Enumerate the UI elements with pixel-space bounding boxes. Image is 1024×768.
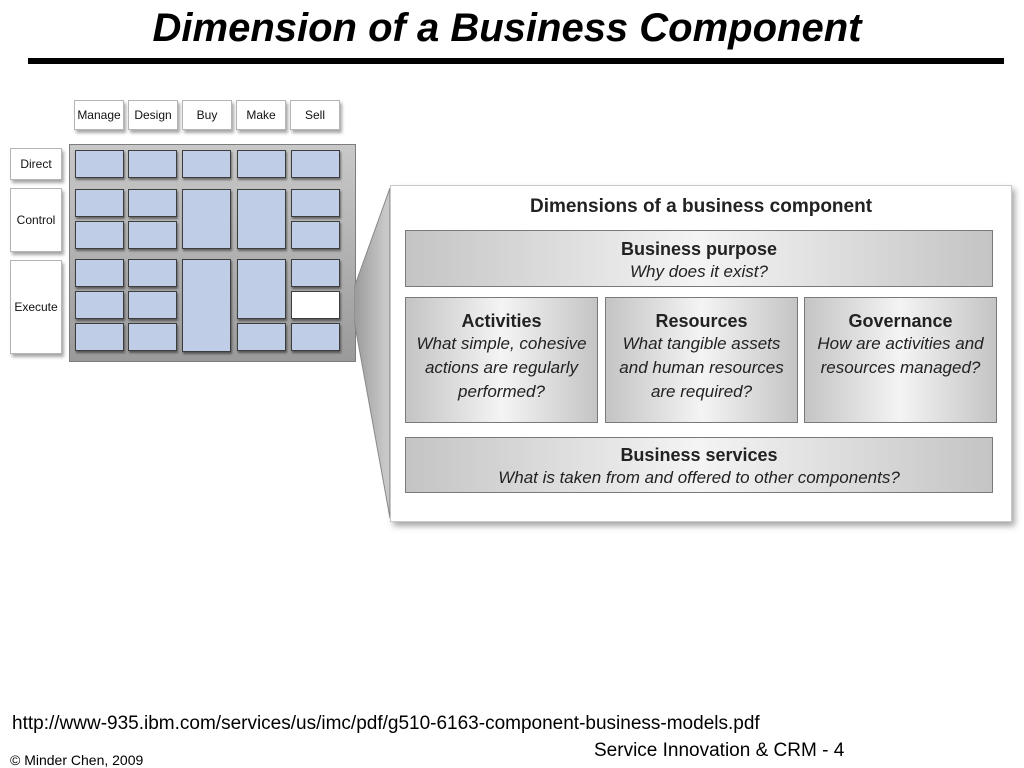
activities-question-line-3: performed? bbox=[458, 382, 545, 401]
resources-question-line-1: What tangible assets bbox=[622, 334, 781, 353]
map-cell bbox=[75, 221, 124, 249]
map-cell bbox=[291, 323, 340, 351]
copyright-notice: © Minder Chen, 2009 bbox=[10, 752, 144, 768]
map-cell bbox=[128, 259, 177, 287]
business-purpose-heading: Business purpose bbox=[620, 239, 778, 259]
activities-question-line-2: actions are regularly bbox=[424, 358, 579, 377]
business-services-box: Business services What is taken from and… bbox=[405, 437, 993, 493]
map-cell bbox=[128, 221, 177, 249]
governance-box: Governance How are activities and resour… bbox=[804, 297, 997, 423]
map-cell-highlighted bbox=[291, 291, 340, 319]
map-cell bbox=[291, 221, 340, 249]
business-services-heading: Business services bbox=[620, 445, 778, 465]
map-cell bbox=[182, 259, 231, 352]
title-underline bbox=[28, 58, 1004, 64]
column-header-design: Design bbox=[128, 100, 178, 130]
map-cell bbox=[128, 150, 177, 178]
map-cell bbox=[75, 189, 124, 217]
map-cell bbox=[291, 259, 340, 287]
row-header-direct: Direct bbox=[10, 148, 62, 180]
column-header-manage: Manage bbox=[74, 100, 124, 130]
map-cell bbox=[75, 291, 124, 319]
dimensions-panel-title: Dimensions of a business component bbox=[529, 196, 873, 217]
governance-question-line-2: resources managed? bbox=[820, 358, 981, 377]
slide-title: Dimension of a Business Component bbox=[152, 6, 862, 50]
map-cell bbox=[291, 189, 340, 217]
map-cell bbox=[128, 189, 177, 217]
source-url: http://www-935.ibm.com/services/us/imc/p… bbox=[12, 713, 760, 734]
map-cell bbox=[128, 323, 177, 351]
resources-heading: Resources bbox=[655, 311, 748, 331]
column-header-sell: Sell bbox=[290, 100, 340, 130]
slide-footer: Service Innovation & CRM - 4 bbox=[594, 740, 845, 761]
map-cell bbox=[182, 150, 231, 178]
business-services-question: What is taken from and offered to other … bbox=[498, 468, 900, 487]
map-cell bbox=[237, 189, 286, 249]
map-cell bbox=[75, 323, 124, 351]
resources-question-line-2: and human resources bbox=[619, 358, 784, 377]
column-header-buy: Buy bbox=[182, 100, 232, 130]
map-cell bbox=[182, 189, 231, 249]
resources-question-line-3: are required? bbox=[650, 382, 753, 401]
column-header-make: Make bbox=[236, 100, 286, 130]
map-cell bbox=[237, 150, 286, 178]
activities-question-line-1: What simple, cohesive bbox=[416, 334, 587, 353]
map-cell bbox=[128, 291, 177, 319]
map-cell bbox=[75, 150, 124, 178]
dimensions-panel: Dimensions of a business component Busin… bbox=[390, 185, 1012, 522]
row-header-control: Control bbox=[10, 188, 62, 252]
governance-question-line-1: How are activities and bbox=[817, 334, 984, 353]
business-purpose-question: Why does it exist? bbox=[630, 262, 768, 281]
map-cell bbox=[237, 323, 286, 351]
activities-box: Activities What simple, cohesive actions… bbox=[405, 297, 598, 423]
map-cell bbox=[291, 150, 340, 178]
resources-box: Resources What tangible assets and human… bbox=[605, 297, 798, 423]
activities-heading: Activities bbox=[461, 311, 542, 331]
row-header-execute: Execute bbox=[10, 260, 62, 354]
map-cell bbox=[237, 259, 286, 319]
business-purpose-box: Business purpose Why does it exist? bbox=[405, 230, 993, 287]
governance-heading: Governance bbox=[848, 311, 953, 331]
map-cell bbox=[75, 259, 124, 287]
